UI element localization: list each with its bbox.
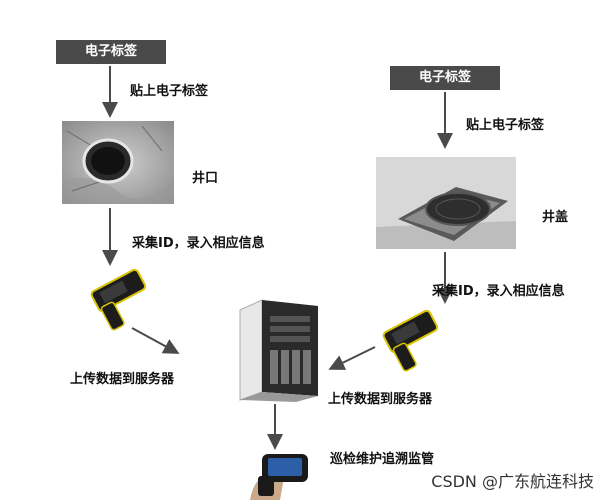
manhole-cover-photo	[376, 157, 516, 249]
well-opening-illustration	[62, 121, 174, 204]
watermark: CSDN @广东航连科技	[431, 468, 594, 492]
right-attach-label: 贴上电子标签	[466, 114, 544, 133]
handheld-terminal	[244, 448, 314, 500]
arrow-right-reader-to-server	[332, 347, 375, 368]
manhole-cover-illustration	[376, 157, 516, 249]
well-opening-photo	[62, 121, 174, 204]
right-upload-label: 上传数据到服务器	[328, 388, 432, 407]
right-collect-label: 采集ID，录入相应信息	[432, 280, 565, 299]
left-upload-label: 上传数据到服务器	[70, 368, 174, 387]
left-collect-label: 采集ID，录入相应信息	[132, 232, 265, 251]
rfid-reader-icon	[376, 303, 446, 375]
right-object-label: 井盖	[542, 206, 568, 225]
right-tag-label: 电子标签	[419, 70, 471, 85]
left-attach-label: 贴上电子标签	[130, 80, 208, 99]
left-rfid-reader	[84, 262, 154, 334]
right-rfid-reader	[376, 303, 446, 375]
handheld-device-icon	[244, 448, 314, 500]
left-object-label: 井口	[192, 167, 218, 186]
left-tag-box: 电子标签	[56, 40, 166, 64]
rfid-reader-icon	[84, 262, 154, 334]
server-tower	[232, 298, 320, 402]
bottom-label: 巡检维护追溯监管	[330, 448, 434, 467]
server-icon	[232, 298, 320, 402]
left-tag-label: 电子标签	[85, 44, 137, 59]
right-tag-box: 电子标签	[390, 66, 500, 90]
